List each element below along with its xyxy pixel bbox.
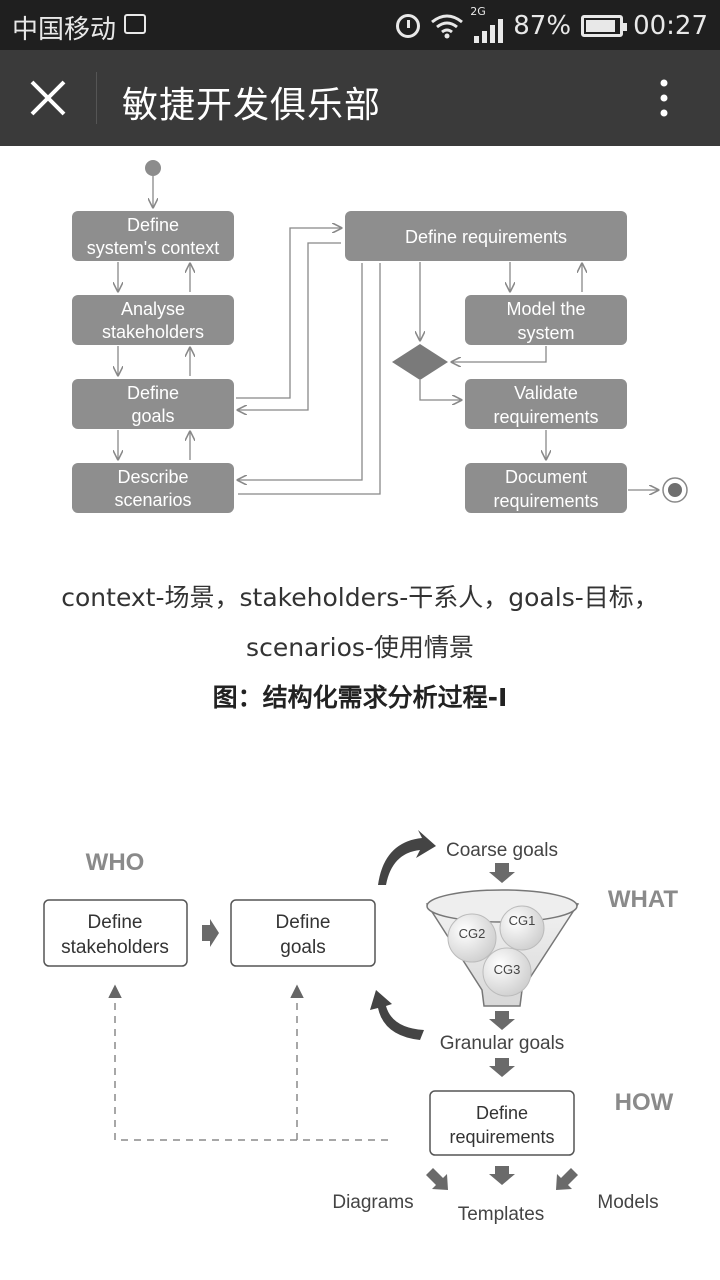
curved-arrow-back-icon: [370, 990, 424, 1040]
figure-caption: 图：结构化需求分析过程-I: [212, 683, 508, 712]
models-label: Models: [597, 1192, 658, 1213]
box-describe-line2: scenarios: [114, 490, 191, 510]
box-document-line2: requirements: [493, 491, 598, 511]
right-arrow-icon: [202, 919, 219, 947]
box-define-goals-line1: Define: [127, 383, 179, 403]
who-label: WHO: [86, 849, 145, 876]
down-left-arrow-icon: [426, 1168, 448, 1190]
funnel-icon: CG1 CG2 CG3: [425, 889, 580, 1007]
templates-label: Templates: [458, 1204, 545, 1225]
stakeholders-line1: Define: [88, 912, 143, 933]
box-document-line1: Document: [505, 467, 587, 487]
battery-percent: 87%: [513, 11, 572, 41]
box-define-context-line2: system's context: [87, 238, 219, 258]
box-analyse-line2: stakeholders: [102, 322, 204, 342]
down-arrow-icon: [489, 1058, 515, 1077]
requirements-line1: Define: [476, 1103, 528, 1123]
stakeholders-line2: stakeholders: [61, 937, 169, 958]
how-label: HOW: [615, 1089, 674, 1116]
clock: 00:27: [633, 11, 708, 41]
box-define-goals: Define goals: [72, 379, 234, 429]
start-node: [145, 160, 161, 176]
cg1-label: CG1: [509, 913, 536, 928]
down-arrow-icon: [489, 1011, 515, 1030]
box-model-system: Model the system: [465, 295, 627, 345]
mail-icon: [124, 14, 146, 34]
alarm-icon: [396, 14, 421, 38]
down-arrow-icon: [489, 1166, 515, 1185]
box-define-goals-2: Define goals: [230, 899, 376, 967]
box-validate-line1: Validate: [514, 383, 578, 403]
box-validate-requirements: Validate requirements: [465, 379, 627, 429]
box-analyse-line1: Analyse: [121, 299, 185, 319]
box-define-requirements-2: Define requirements: [429, 1090, 575, 1156]
goals-line2: goals: [280, 937, 325, 958]
coarse-goals-label: Coarse goals: [446, 840, 558, 861]
requirements-line2: requirements: [449, 1127, 554, 1147]
curved-arrow-up-icon: [378, 830, 436, 885]
status-bar: 中国移动 2G 87% 00:27: [0, 0, 720, 50]
what-label: WHAT: [608, 886, 679, 913]
down-right-arrow-icon: [556, 1168, 578, 1190]
wifi-icon: [431, 14, 464, 39]
more-options-icon[interactable]: [654, 78, 674, 118]
box-describe-scenarios: Describe scenarios: [72, 463, 234, 513]
box-model-line2: system: [517, 323, 574, 343]
goals-line1: Define: [276, 912, 331, 933]
network-type: 2G: [470, 5, 486, 18]
status-right: 2G 87% 00:27: [396, 5, 708, 43]
box-define-stakeholders: Define stakeholders: [43, 899, 188, 967]
goal-refinement-diagram: WHO WHAT HOW Define stakeholders Define …: [43, 830, 679, 1225]
requirements-process-diagram: Define system's context Analyse stakehol…: [72, 160, 688, 513]
end-node: [662, 477, 688, 503]
cg2-label: CG2: [459, 926, 486, 941]
box-describe-line1: Describe: [117, 467, 188, 487]
box-model-line1: Model the: [506, 299, 585, 319]
divider: [96, 72, 97, 124]
decision-node: [392, 344, 448, 380]
page-title: 敏捷开发俱乐部: [122, 85, 382, 126]
box-define-context: Define system's context: [72, 211, 234, 261]
down-arrow-icon: [489, 863, 515, 883]
cg3-label: CG3: [494, 962, 521, 977]
battery-icon: [581, 15, 628, 37]
box-define-requirements-label: Define requirements: [405, 227, 567, 247]
box-define-requirements: Define requirements: [345, 211, 627, 261]
box-define-context-line1: Define: [127, 215, 179, 235]
box-validate-line2: requirements: [493, 407, 598, 427]
app-bar: 敏捷开发俱乐部: [0, 50, 720, 146]
carrier-name: 中国移动: [12, 15, 117, 45]
close-icon[interactable]: [28, 78, 68, 118]
caption-line-1: context-场景，stakeholders-干系人，goals-目标，: [61, 583, 659, 612]
granular-goals-label: Granular goals: [440, 1033, 565, 1054]
box-document-requirements: Document requirements: [465, 463, 627, 513]
box-define-goals-line2: goals: [131, 406, 174, 426]
box-analyse-stakeholders: Analyse stakeholders: [72, 295, 234, 345]
caption-line-2: scenarios-使用情景: [246, 633, 474, 662]
signal-icon: 2G: [470, 5, 504, 43]
diagrams-label: Diagrams: [332, 1192, 413, 1213]
